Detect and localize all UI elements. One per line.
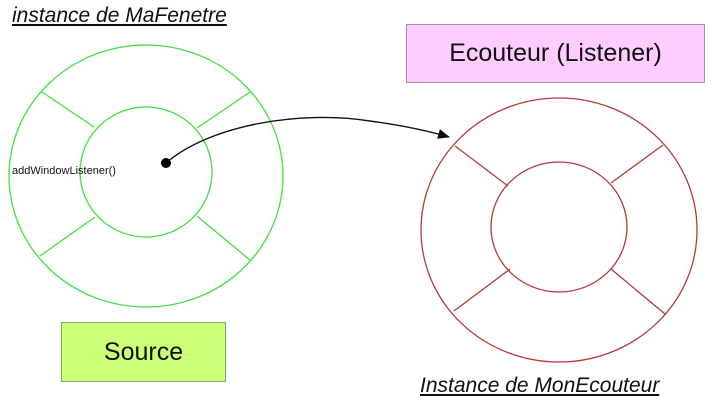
listener-outer-ellipse <box>420 97 698 363</box>
listener-spoke <box>610 144 664 184</box>
source-outer-ellipse <box>8 44 284 308</box>
source-label-box: Source <box>61 322 226 382</box>
source-label: Source <box>103 337 184 366</box>
source-spoke <box>39 216 96 257</box>
listener-label: Ecouteur (Listener) <box>449 39 662 67</box>
source-object-ring <box>8 44 284 308</box>
listener-spoke <box>610 268 666 315</box>
listener-object-ring <box>420 97 698 363</box>
listener-spoke <box>454 145 509 187</box>
call-point-dot <box>161 158 171 168</box>
source-spoke <box>196 215 252 262</box>
source-inner-ellipse <box>79 106 213 238</box>
source-spoke <box>196 91 251 129</box>
listener-label-box: Ecouteur (Listener) <box>406 24 705 83</box>
listener-instance-title: Instance de MonEcouteur <box>420 374 660 397</box>
source-instance-title: instance de MaFenetre <box>12 4 227 27</box>
method-call-label: addWindowListener() <box>12 165 116 177</box>
listener-spoke <box>453 268 511 312</box>
source-spoke <box>41 91 95 128</box>
listener-inner-ellipse <box>490 161 628 293</box>
registration-arrow <box>165 116 450 164</box>
